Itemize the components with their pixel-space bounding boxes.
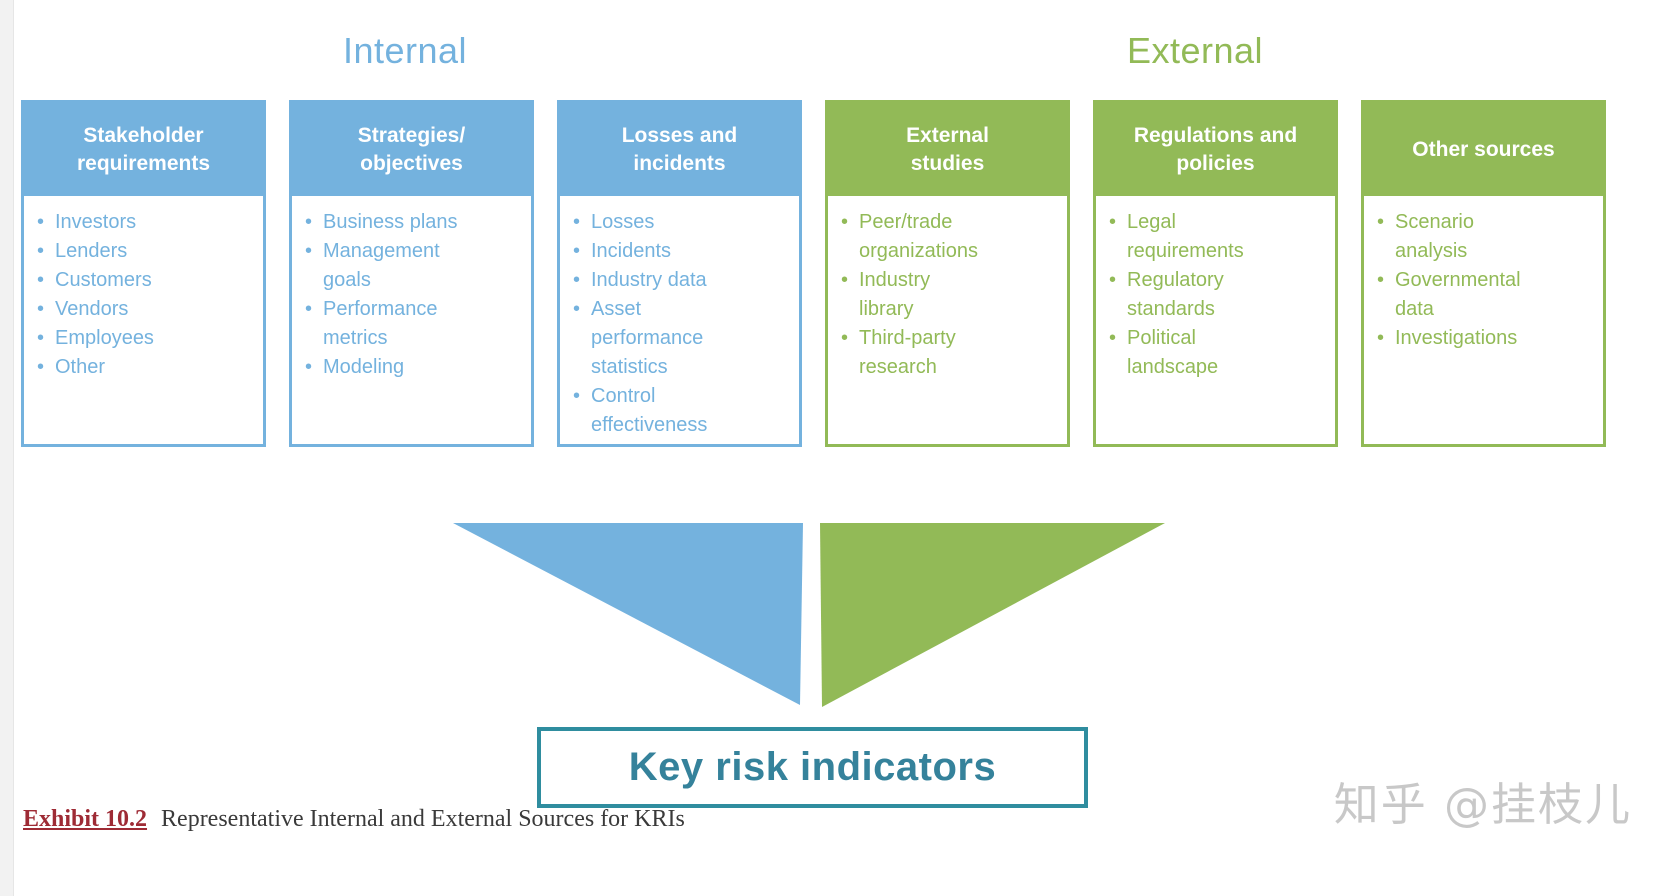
source-box-title: Losses and incidents [560, 103, 799, 196]
source-box-regulations-policies: Regulations and policies Legal requireme… [1093, 100, 1338, 447]
source-box-title: External studies [828, 103, 1067, 196]
source-box-items: Peer/trade organizations Industry librar… [828, 196, 1067, 382]
list-item: Regulatory standards [1109, 266, 1329, 324]
list-item: Employees [37, 324, 257, 353]
list-item: Peer/trade organizations [841, 208, 1061, 266]
exhibit-caption-text: Representative Internal and External Sou… [161, 806, 685, 832]
list-item: Customers [37, 266, 257, 295]
source-box-items: Investors Lenders Customers Vendors Empl… [24, 196, 263, 382]
source-box-losses-incidents: Losses and incidents Losses Incidents In… [557, 100, 802, 447]
list-item: Other [37, 353, 257, 382]
list-item: Asset performance statistics [573, 295, 793, 382]
list-item: Industry library [841, 266, 1061, 324]
source-box-items: Legal requirements Regulatory standards … [1096, 196, 1335, 382]
funnel-arrows [453, 523, 1165, 707]
source-box-items: Losses Incidents Industry data Asset per… [560, 196, 799, 440]
internal-funnel-triangle-icon [453, 523, 803, 705]
source-box-other-sources: Other sources Scenario analysis Governme… [1361, 100, 1606, 447]
list-item: Lenders [37, 237, 257, 266]
list-item: Scenario analysis [1377, 208, 1597, 266]
exhibit-caption: Exhibit 10.2 Representative Internal and… [23, 806, 685, 833]
source-box-items: Scenario analysis Governmental data Inve… [1364, 196, 1603, 353]
list-item: Incidents [573, 237, 793, 266]
list-item: Management goals [305, 237, 525, 295]
external-funnel-triangle-icon [820, 523, 1165, 707]
exhibit-number-link[interactable]: Exhibit 10.2 [23, 806, 148, 832]
source-box-strategies-objectives: Strategies/ objectives Business plans Ma… [289, 100, 534, 447]
list-item: Third-party research [841, 324, 1061, 382]
list-item: Vendors [37, 295, 257, 324]
internal-group-label: Internal [342, 30, 468, 71]
list-item: Losses [573, 208, 793, 237]
list-item: Governmental data [1377, 266, 1597, 324]
list-item: Control effectiveness [573, 382, 793, 440]
list-item: Performance metrics [305, 295, 525, 353]
source-box-title: Strategies/ objectives [292, 103, 531, 196]
source-box-title: Regulations and policies [1096, 103, 1335, 196]
list-item: Industry data [573, 266, 793, 295]
list-item: Investigations [1377, 324, 1597, 353]
list-item: Investors [37, 208, 257, 237]
key-risk-indicators-label: Key risk indicators [628, 745, 997, 789]
source-box-title: Other sources [1364, 103, 1603, 196]
list-item: Political landscape [1109, 324, 1329, 382]
source-box-external-studies: External studies Peer/trade organization… [825, 100, 1070, 447]
list-item: Legal requirements [1109, 208, 1329, 266]
list-item: Modeling [305, 353, 525, 382]
key-risk-indicators-box: Key risk indicators [537, 727, 1088, 808]
zhihu-watermark: 知乎 @挂枝儿 [1333, 778, 1632, 831]
source-box-stakeholder-requirements: Stakeholder requirements Investors Lende… [21, 100, 266, 447]
source-box-title: Stakeholder requirements [24, 103, 263, 196]
source-box-items: Business plans Management goals Performa… [292, 196, 531, 382]
page-edge-strip [0, 0, 14, 896]
list-item: Business plans [305, 208, 525, 237]
external-group-label: External [1126, 30, 1264, 71]
